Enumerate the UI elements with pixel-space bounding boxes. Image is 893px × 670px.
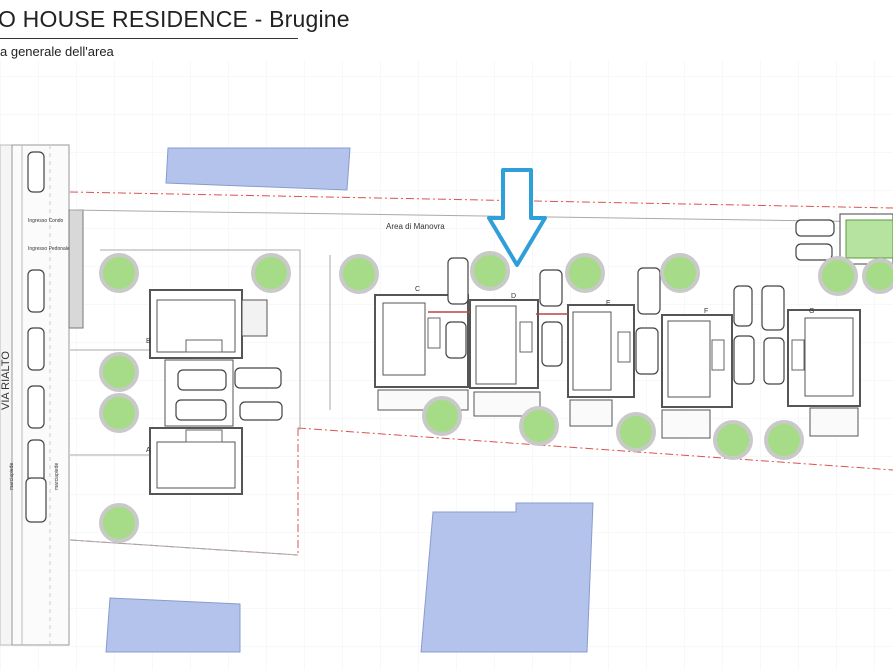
terrace-block xyxy=(374,294,861,439)
unit-g-label: G xyxy=(809,308,814,315)
tree xyxy=(339,254,379,294)
trees xyxy=(99,251,893,543)
unit-c-label: C xyxy=(415,286,420,293)
page-title: O HOUSE RESIDENCE - Brugine xyxy=(0,6,350,32)
tree xyxy=(565,253,605,293)
page-subtitle: a generale dell'area xyxy=(0,44,114,59)
tree xyxy=(99,352,139,392)
tree xyxy=(422,396,462,436)
stairs xyxy=(185,317,805,443)
tree xyxy=(519,406,559,446)
tree xyxy=(764,420,804,460)
marciapiede-left-label: marciapiede xyxy=(9,463,15,490)
manovra-label: Area di Manovra xyxy=(386,222,445,231)
tree xyxy=(862,258,893,294)
building-bottom-right xyxy=(420,502,594,653)
tree xyxy=(99,393,139,433)
tree xyxy=(660,253,700,293)
tree xyxy=(99,253,139,293)
tree xyxy=(616,412,656,452)
unit-d-label: D xyxy=(511,293,516,300)
unit-b-label: B xyxy=(146,338,151,345)
tree xyxy=(818,256,858,296)
street-label: VIA RIALTO xyxy=(0,351,12,410)
title-underline xyxy=(0,38,298,39)
tree xyxy=(470,251,510,291)
building-top xyxy=(165,147,351,191)
unit-f-label: F xyxy=(704,308,708,315)
tree xyxy=(251,253,291,293)
unit-a-label: A xyxy=(146,447,151,454)
pool xyxy=(839,213,893,265)
building-bottom-left xyxy=(105,597,241,653)
ingresso-pedonale-label: Ingresso Pedonale xyxy=(28,246,70,252)
neighbour-buildings xyxy=(105,147,594,653)
marciapiede-right-label: marciapiede xyxy=(54,463,60,490)
arrow-down-icon xyxy=(487,168,547,267)
tree xyxy=(713,420,753,460)
unit-e-label: E xyxy=(606,300,611,307)
ingresso-condo-label: Ingresso Condo xyxy=(28,218,64,224)
lot-lines xyxy=(69,209,893,556)
tree xyxy=(99,503,139,543)
cars xyxy=(25,151,835,523)
